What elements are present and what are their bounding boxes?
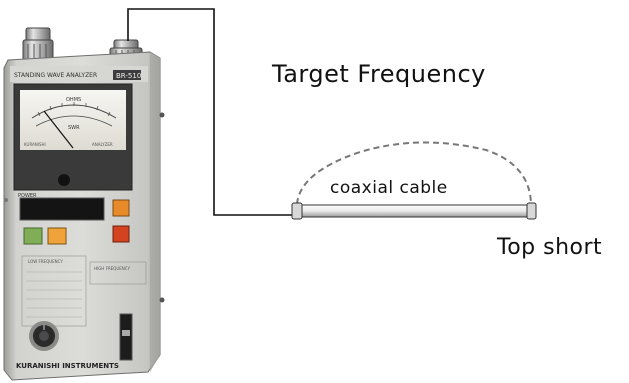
green-button[interactable] bbox=[23, 227, 43, 245]
meter-right-label: ANALYZER bbox=[92, 142, 113, 147]
digital-display bbox=[19, 197, 105, 221]
target-frequency-label: Target Frequency bbox=[272, 60, 486, 88]
low-frequency-label: LOW FREQUENCY bbox=[28, 259, 63, 264]
power-label: POWER bbox=[18, 193, 37, 199]
feed-cable-line bbox=[127, 8, 292, 216]
brand-label: KURANISHI INSTRUMENTS bbox=[16, 362, 119, 370]
left-connector bbox=[22, 27, 54, 61]
swr-meter: OHMS SWR KURANISHI ANALYZER bbox=[13, 83, 133, 191]
meter-lower-label: SWR bbox=[68, 125, 80, 131]
meter-needle bbox=[43, 110, 74, 149]
high-frequency-label: HIGH FREQUENCY bbox=[94, 266, 130, 271]
band-selector-knob[interactable] bbox=[29, 321, 59, 351]
dashed-wave-arc bbox=[296, 141, 532, 205]
meter-upper-label: OHMS bbox=[66, 97, 81, 103]
top-short-label: Top short bbox=[497, 235, 603, 260]
device-model: BR-510 bbox=[116, 72, 141, 80]
standing-wave-analyzer: STANDING WAVE ANALYZER BR-510 OHMS SWR K… bbox=[3, 27, 165, 381]
frequency-table: LOW FREQUENCY HIGH FREQUENCY bbox=[21, 255, 147, 327]
red-button[interactable] bbox=[112, 225, 130, 243]
coaxial-cable-rod bbox=[291, 202, 537, 220]
meter-left-label: KURANISHI bbox=[24, 142, 46, 147]
yellow-button[interactable] bbox=[47, 227, 67, 245]
device-header-text: STANDING WAVE ANALYZER bbox=[14, 72, 97, 79]
coaxial-cable-label: coaxial cable bbox=[330, 178, 448, 198]
tuning-slider[interactable] bbox=[119, 313, 133, 361]
orange-button[interactable] bbox=[112, 199, 130, 217]
